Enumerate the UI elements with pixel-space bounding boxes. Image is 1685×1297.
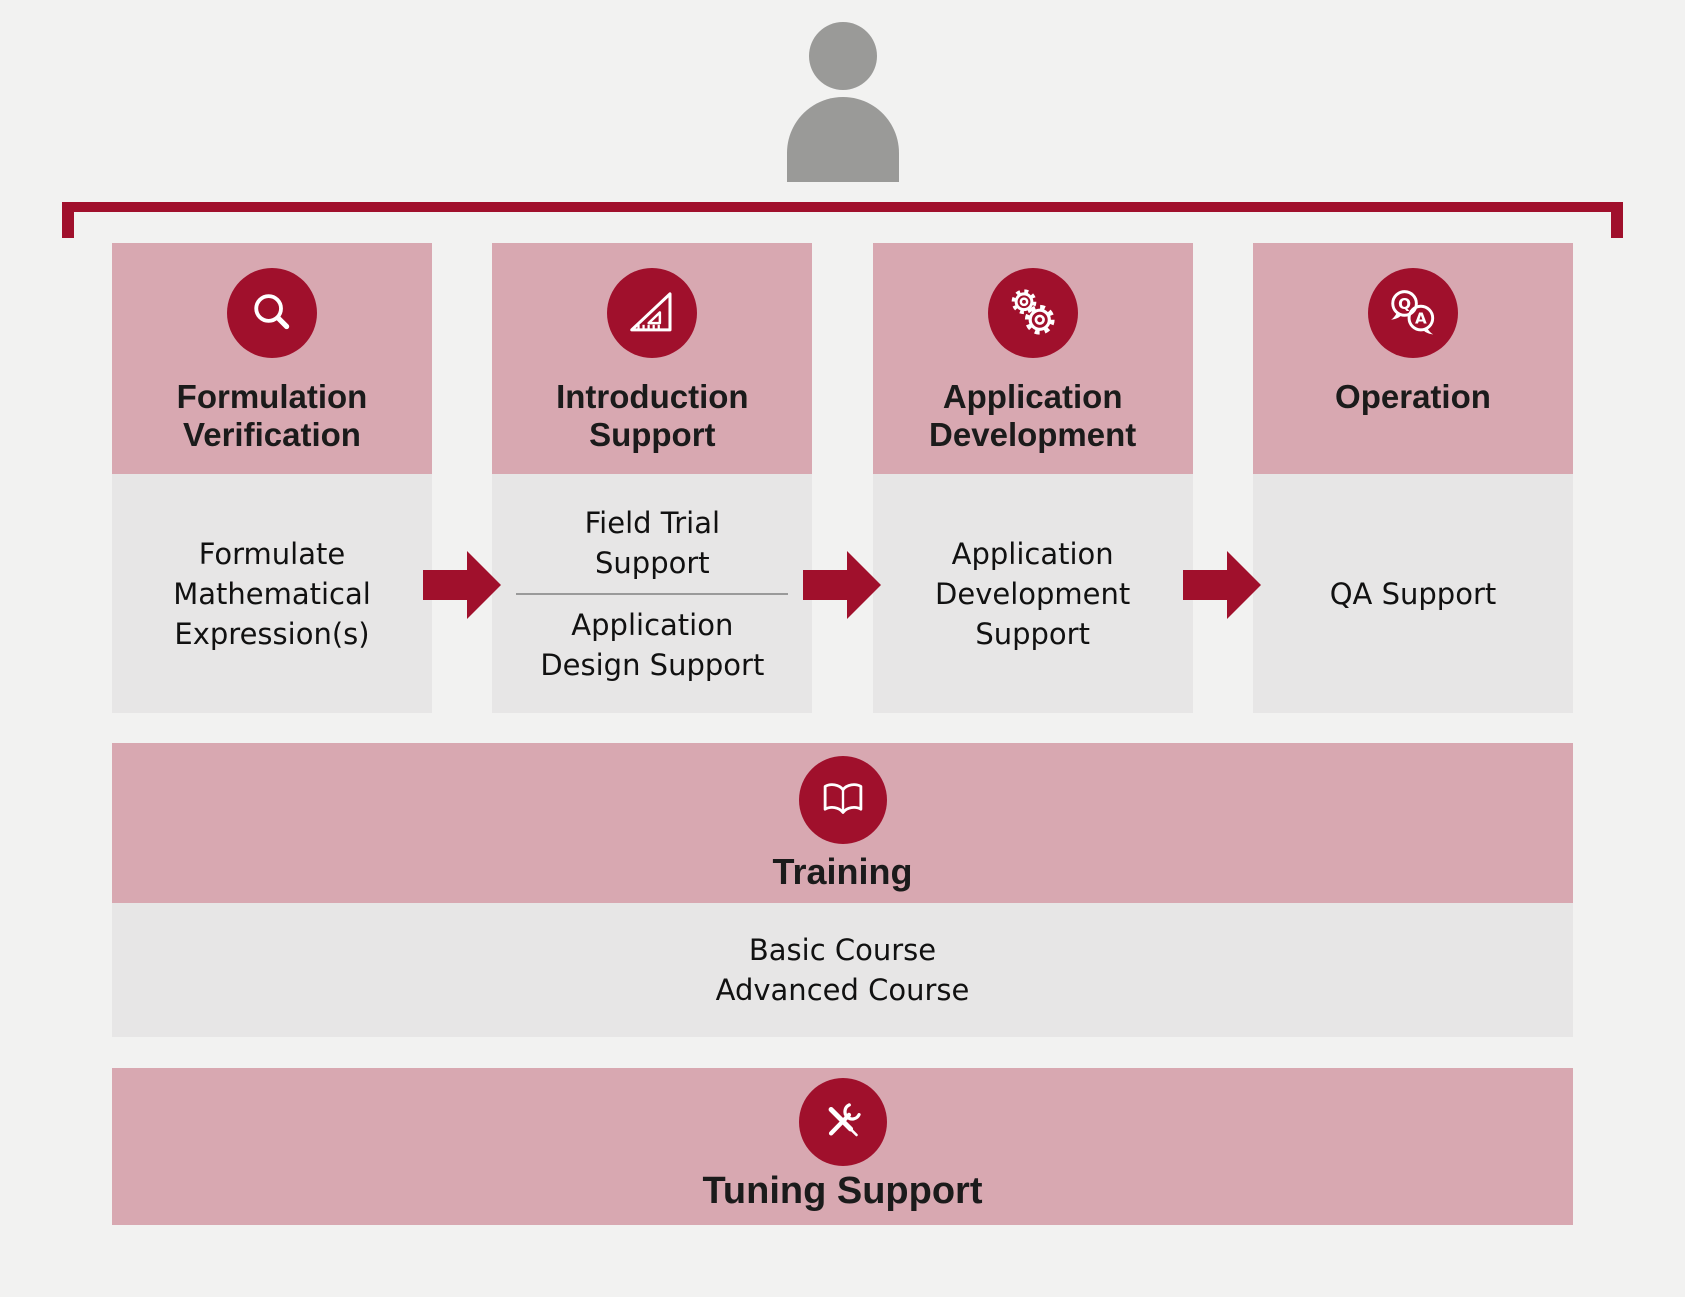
book-icon bbox=[798, 756, 887, 844]
phase-header: Introduction Support bbox=[492, 243, 813, 474]
phase-column-introduction-support: Introduction Support Field Trial Support… bbox=[492, 243, 813, 713]
tuning-support-section: Tuning Support bbox=[112, 1068, 1573, 1225]
training-section: Training Basic Course Advanced Course bbox=[112, 743, 1573, 1037]
phase-description: QA Support bbox=[1329, 576, 1497, 611]
phase-header: Application Development bbox=[872, 243, 1193, 474]
phase-columns: Formulation Verification Formulate Mathe… bbox=[112, 243, 1573, 713]
body-divider bbox=[516, 592, 789, 595]
training-courses: Basic Course Advanced Course bbox=[715, 933, 970, 1007]
flow-arrow-icon bbox=[803, 551, 881, 619]
phase-description: Formulate Mathematical Expression(s) bbox=[173, 536, 371, 651]
phase-header: Formulation Verification bbox=[112, 243, 432, 474]
training-header: Training bbox=[112, 743, 1573, 903]
phase-body: Application Development Support bbox=[872, 474, 1193, 713]
phase-title: Introduction Support bbox=[556, 378, 749, 453]
phase-column-operation: Q A Operation QA Support bbox=[1252, 243, 1573, 713]
tuning-header: Tuning Support bbox=[112, 1068, 1573, 1225]
phase-body: Field Trial Support Application Design S… bbox=[492, 474, 813, 713]
person-icon bbox=[787, 22, 899, 182]
phase-body: QA Support bbox=[1252, 474, 1573, 713]
phase-body: Formulate Mathematical Expression(s) bbox=[112, 474, 432, 713]
flow-arrow-icon bbox=[423, 551, 501, 619]
set-square-icon bbox=[607, 268, 698, 358]
phase-column-application-development: Application Development Application Deve… bbox=[872, 243, 1193, 713]
phase-header: Q A Operation bbox=[1252, 243, 1573, 474]
svg-text:Q: Q bbox=[1398, 295, 1411, 313]
flow-arrow-icon bbox=[1183, 551, 1261, 619]
svg-text:A: A bbox=[1415, 310, 1427, 328]
search-icon bbox=[227, 268, 317, 358]
gears-icon bbox=[987, 268, 1078, 358]
phase-title: Application Development bbox=[929, 378, 1137, 453]
training-title: Training bbox=[772, 851, 913, 892]
phase-description-top: Field Trial Support bbox=[584, 505, 721, 580]
tuning-title: Tuning Support bbox=[702, 1170, 983, 1212]
phase-title: Formulation Verification bbox=[176, 378, 368, 453]
phase-description-bottom: Application Design Support bbox=[540, 607, 765, 682]
phase-title: Operation bbox=[1335, 378, 1491, 415]
training-courses-panel: Basic Course Advanced Course bbox=[112, 903, 1573, 1037]
scope-bracket bbox=[62, 202, 1623, 238]
phase-description: Application Development Support bbox=[935, 536, 1131, 651]
tools-icon bbox=[798, 1078, 887, 1166]
phase-column-formulation-verification: Formulation Verification Formulate Mathe… bbox=[112, 243, 432, 713]
qa-icon: Q A bbox=[1367, 268, 1458, 358]
